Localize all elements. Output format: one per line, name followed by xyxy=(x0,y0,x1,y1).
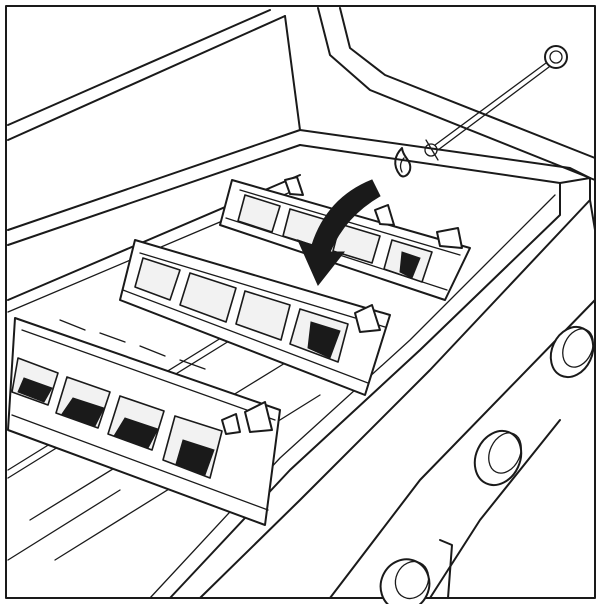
match-holder-chain xyxy=(424,45,568,161)
cabinet-front xyxy=(329,199,596,599)
control-knob-lower xyxy=(379,558,431,604)
grill-lid xyxy=(7,7,596,246)
figure-border xyxy=(5,5,596,599)
control-knob-upper xyxy=(549,325,595,379)
rotation-arrow-icon xyxy=(297,179,381,286)
firebox xyxy=(7,129,591,599)
cabinet-edge xyxy=(439,539,453,599)
flavorizer-bar-front xyxy=(7,317,281,526)
flavorizer-bar-back xyxy=(219,176,471,301)
control-knob-middle xyxy=(473,429,523,487)
igniter-flame-icon xyxy=(394,147,412,178)
flavorizer-bar-middle xyxy=(119,239,391,396)
